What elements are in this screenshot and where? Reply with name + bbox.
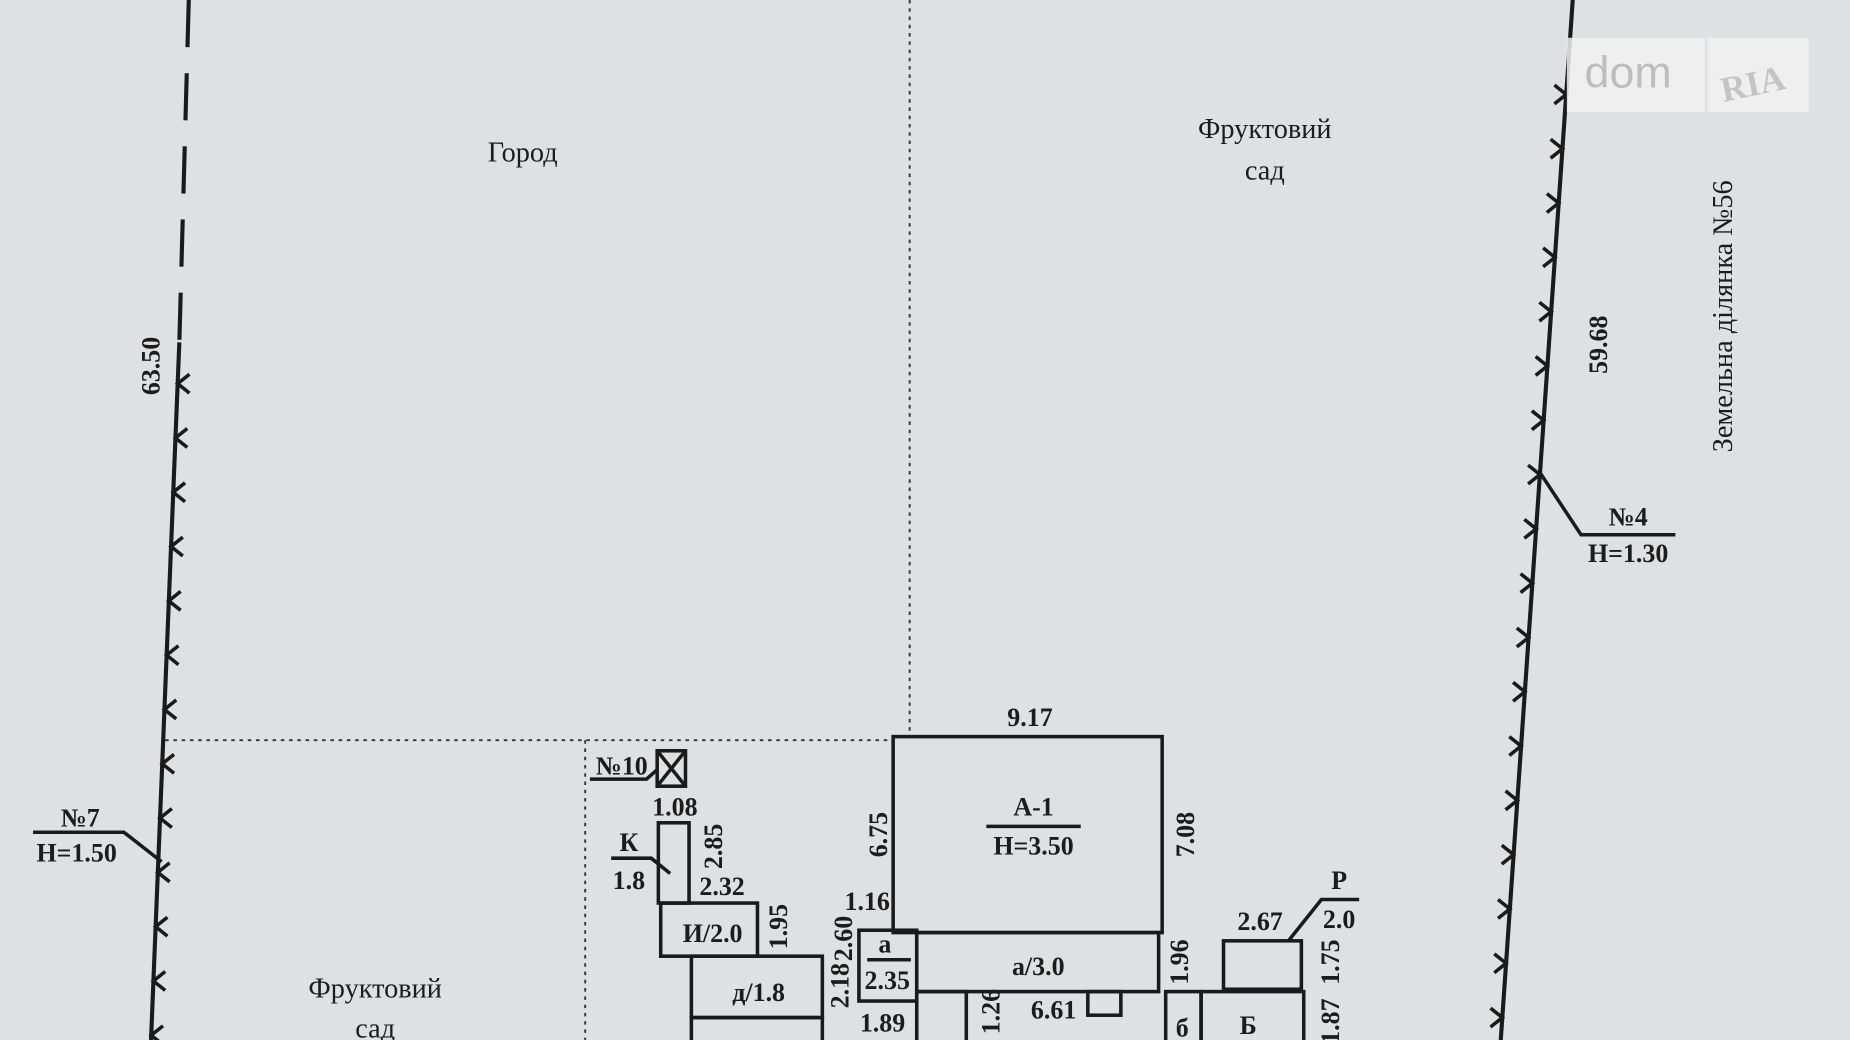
- left-boundary-dashed: [177, 0, 191, 343]
- building-k: [656, 821, 691, 905]
- k-side: 2.85: [699, 824, 728, 869]
- a-ext-label: а/3.0: [1012, 952, 1065, 981]
- fence-tick: [1530, 409, 1547, 432]
- marker-4-label: №4: [1609, 502, 1648, 531]
- r-side: 1.75: [1316, 939, 1345, 984]
- dim-189: 1.89: [860, 1009, 905, 1038]
- k-bottom: 2.32: [699, 872, 744, 901]
- marker-4-height: H=1.30: [1588, 539, 1668, 568]
- left-boundary-fence: [148, 342, 182, 1040]
- dim-196: 1.96: [1165, 939, 1194, 984]
- fence-tick: [1545, 192, 1562, 214]
- fence-tick: [1515, 626, 1532, 649]
- fence-tick: [148, 1024, 165, 1040]
- marker-7-leader: [33, 830, 163, 864]
- zone-label-orchard-1: Фруктовий: [1198, 114, 1331, 145]
- k-height: 1.8: [613, 866, 645, 895]
- zone-label-orchard-bottom-2: сад: [355, 1014, 395, 1040]
- fence-tick: [1549, 137, 1566, 160]
- building-lower: [689, 1015, 825, 1040]
- a-small-label: а: [878, 930, 891, 959]
- zone-label-orchard-bottom-1: Фруктовий: [308, 973, 441, 1004]
- fence-tick: [1553, 83, 1570, 106]
- fence-tick: [174, 372, 191, 395]
- fence-tick: [172, 427, 189, 449]
- left-boundary-length: 63.50: [136, 337, 165, 395]
- fence-tick: [1534, 355, 1551, 377]
- fence-tick: [1523, 518, 1539, 540]
- zone-label-garden: Город: [488, 138, 558, 169]
- right-boundary-fence: [1498, 0, 1575, 1040]
- building-i: [658, 901, 760, 958]
- dim-661: 6.61: [1031, 996, 1076, 1025]
- watermark-dom: dom: [1585, 46, 1672, 97]
- fence-tick: [154, 861, 171, 884]
- a1-left: 6.75: [864, 812, 893, 857]
- watermark-logo: dom RIA: [1566, 37, 1809, 113]
- fence-tick: [159, 752, 176, 775]
- a-small-side1: 2.60: [829, 916, 858, 961]
- r-label: Р: [1331, 866, 1347, 895]
- k-label: К: [619, 828, 638, 857]
- a1-right: 7.08: [1171, 812, 1200, 857]
- fence-tick: [166, 590, 182, 612]
- a-small-value: 2.35: [865, 966, 910, 995]
- fence-tick: [152, 915, 169, 938]
- r-height: 2.0: [1323, 905, 1355, 934]
- fence-tick: [1542, 246, 1558, 269]
- a-small-top: 1.16: [844, 887, 889, 916]
- i-label: И/2.0: [683, 919, 743, 948]
- fence-tick: [1519, 572, 1536, 594]
- building-b-small: [1163, 989, 1203, 1040]
- fence-tick: [157, 807, 173, 829]
- neighbor-plot-label: Земельна ділянка №56: [1708, 180, 1739, 452]
- marker-10-label: №10: [596, 751, 648, 780]
- fence-tick: [1538, 300, 1555, 323]
- fence-tick: [1500, 843, 1517, 866]
- marker-7-label: №7: [61, 803, 100, 832]
- fence-tick: [1496, 898, 1513, 920]
- right-boundary-length: 59.68: [1584, 315, 1613, 373]
- well-icon: [655, 749, 688, 788]
- b-side: 1.87: [1316, 998, 1345, 1040]
- fence-tick: [150, 970, 167, 992]
- a1-width: 9.17: [1007, 703, 1052, 732]
- fence-tick: [1504, 789, 1521, 812]
- d-label: д/1.8: [732, 978, 785, 1007]
- fence-tick: [168, 535, 184, 558]
- zone-label-orchard-2: сад: [1245, 155, 1285, 186]
- fence-tick: [163, 644, 180, 666]
- fence-tick: [161, 698, 178, 721]
- dim-126: 1.26: [976, 989, 1005, 1034]
- fence-tick: [1508, 735, 1524, 757]
- fence-tick: [1511, 680, 1528, 703]
- fence-tick: [170, 481, 187, 504]
- building-a-small: [857, 928, 919, 1003]
- r-top: 2.67: [1237, 907, 1282, 936]
- fence-tick: [1489, 1006, 1506, 1029]
- b-label: Б: [1240, 1011, 1257, 1040]
- a1-height: H=3.50: [993, 832, 1073, 861]
- building-r: [1221, 939, 1304, 992]
- marker-7-height: H=1.50: [36, 839, 116, 868]
- b-small-label: б: [1176, 1013, 1189, 1040]
- i-side: 1.95: [764, 904, 793, 949]
- k-top: 1.08: [652, 793, 697, 822]
- a1-name: А-1: [1013, 793, 1053, 822]
- marker-10-leader: [589, 768, 659, 781]
- a-small-side2: 2.18: [825, 963, 854, 1008]
- fence-tick: [1493, 952, 1509, 975]
- marker-4-leader: [1538, 471, 1676, 537]
